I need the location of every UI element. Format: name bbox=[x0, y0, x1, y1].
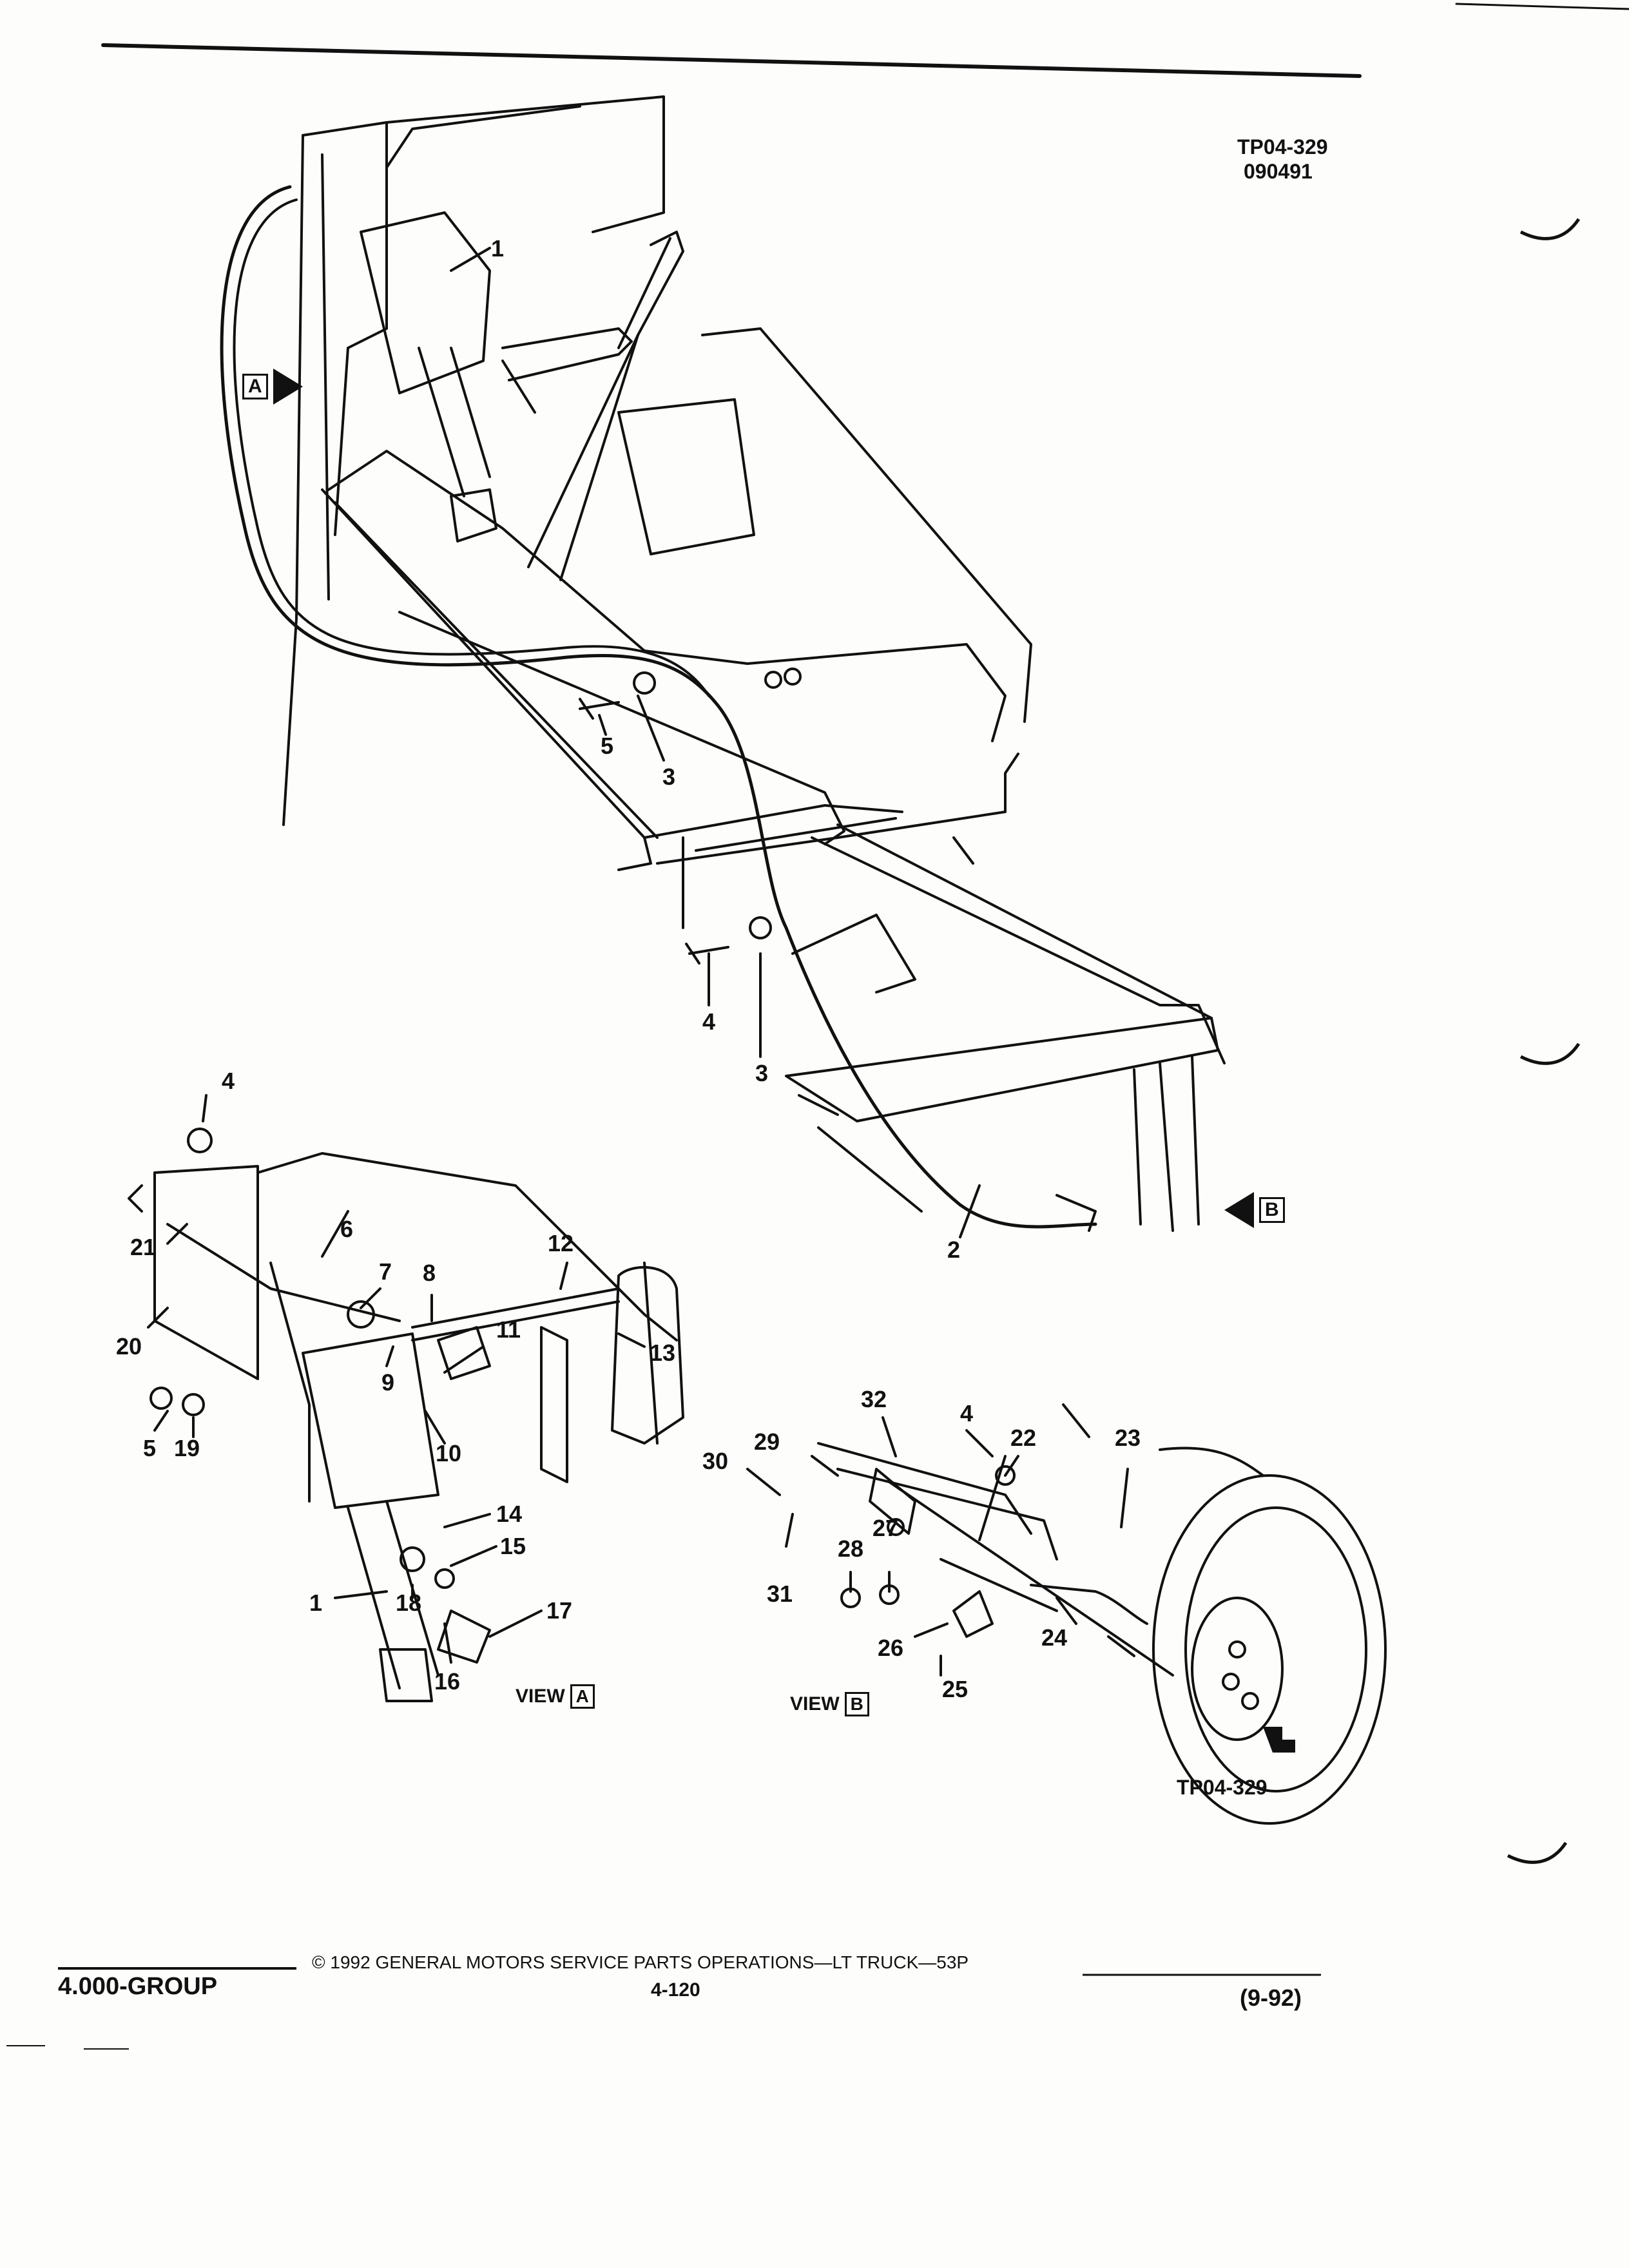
callout: 1 bbox=[309, 1590, 323, 1616]
view-a-marker-letter: A bbox=[242, 374, 268, 399]
callout: 32 bbox=[861, 1386, 887, 1412]
callout: 31 bbox=[767, 1581, 793, 1607]
callout: 1 bbox=[491, 235, 505, 262]
callout: 5 bbox=[143, 1435, 157, 1461]
callout: 8 bbox=[423, 1260, 436, 1286]
callout: 16 bbox=[434, 1668, 461, 1695]
view-b-marker-letter: B bbox=[1259, 1197, 1285, 1223]
footer-page: 4-120 bbox=[651, 1979, 700, 2001]
header-date: 090491 bbox=[1244, 160, 1313, 183]
callout: 7 bbox=[379, 1258, 392, 1285]
callout: 6 bbox=[340, 1216, 354, 1242]
callout: 3 bbox=[662, 764, 676, 790]
arrow-right-icon bbox=[273, 369, 303, 405]
view-b-prefix: VIEW bbox=[790, 1693, 840, 1715]
callout: 23 bbox=[1115, 1425, 1141, 1451]
callout: 5 bbox=[601, 733, 614, 759]
callout: 17 bbox=[546, 1597, 573, 1624]
callout: 3 bbox=[755, 1060, 769, 1086]
callout: 2 bbox=[947, 1236, 961, 1263]
header-code: TP04-329 bbox=[1237, 135, 1328, 159]
callout: 18 bbox=[396, 1590, 422, 1616]
callout: 12 bbox=[548, 1230, 574, 1256]
callout: 29 bbox=[754, 1428, 780, 1455]
callout: 30 bbox=[702, 1448, 729, 1474]
callout: 21 bbox=[130, 1234, 157, 1260]
view-a-marker: A bbox=[242, 369, 303, 405]
view-a-letter: A bbox=[570, 1684, 595, 1709]
callout: 14 bbox=[496, 1501, 523, 1527]
gm-logo-icon bbox=[1263, 1727, 1295, 1753]
callout: 28 bbox=[838, 1535, 864, 1562]
figure-code: TP04-329 bbox=[1177, 1776, 1268, 1799]
callout: 25 bbox=[942, 1676, 969, 1702]
callout: 13 bbox=[650, 1340, 676, 1366]
view-a-prefix: VIEW bbox=[516, 1686, 565, 1707]
callout: 26 bbox=[878, 1635, 904, 1661]
callout: 24 bbox=[1041, 1624, 1068, 1651]
callout: 4 bbox=[960, 1400, 974, 1427]
callout: 22 bbox=[1010, 1425, 1037, 1451]
view-b-marker: B bbox=[1224, 1192, 1285, 1228]
callout: 4 bbox=[222, 1068, 235, 1094]
callout: 20 bbox=[116, 1333, 142, 1360]
footer-group: 4.000-GROUP bbox=[58, 1973, 218, 2000]
view-b-letter: B bbox=[844, 1692, 869, 1716]
callout: 27 bbox=[872, 1515, 899, 1541]
footer-revision: (9-92) bbox=[1240, 1984, 1302, 2011]
callout: 9 bbox=[381, 1369, 395, 1396]
callout: 19 bbox=[174, 1435, 200, 1461]
callout: 4 bbox=[702, 1008, 716, 1035]
arrow-left-icon bbox=[1224, 1192, 1254, 1228]
callout: 10 bbox=[436, 1440, 462, 1466]
footer-copyright: © 1992 GENERAL MOTORS SERVICE PARTS OPER… bbox=[312, 1952, 969, 1972]
callout: 15 bbox=[500, 1533, 526, 1559]
callout: 11 bbox=[496, 1316, 521, 1343]
